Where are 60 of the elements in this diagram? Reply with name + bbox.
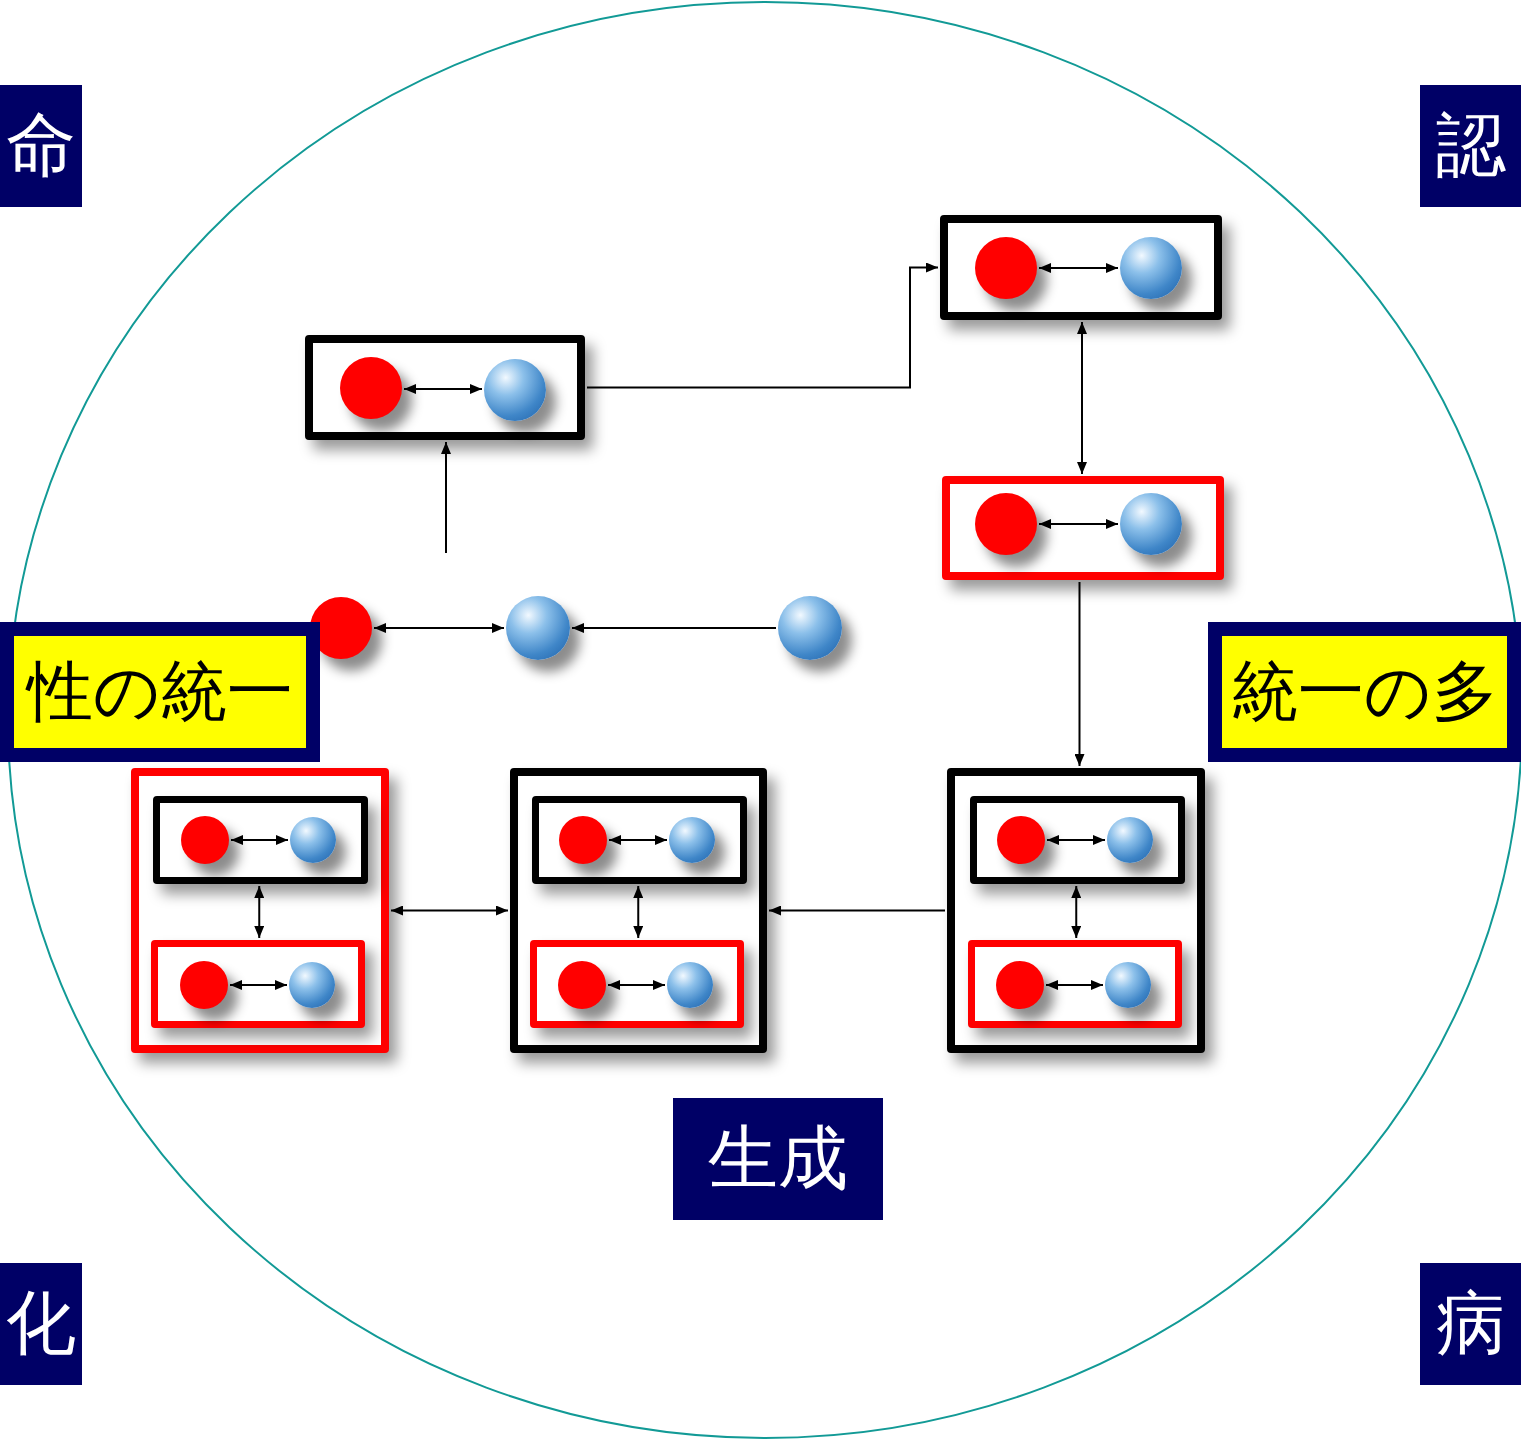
arrow	[608, 835, 668, 845]
arrow	[1046, 835, 1106, 845]
ball	[181, 816, 229, 864]
ball	[484, 359, 546, 421]
arrow	[403, 384, 483, 394]
pair-box	[153, 796, 368, 884]
arrow	[254, 885, 265, 939]
arrow	[1077, 321, 1087, 475]
ball	[340, 357, 402, 419]
arrow	[633, 885, 644, 939]
term-box: 命	[0, 85, 82, 207]
arrow	[1038, 263, 1119, 273]
pair-box	[530, 940, 744, 1028]
term-box: 生成	[673, 1098, 883, 1220]
pair-box	[970, 796, 1185, 884]
ball	[558, 961, 606, 1009]
ball	[667, 962, 713, 1008]
arrow	[607, 980, 666, 990]
term-box: 性の統一	[0, 622, 320, 762]
pair-box	[305, 335, 585, 440]
pair-box	[947, 768, 1205, 1053]
term-box: 認	[1420, 85, 1521, 207]
term-box: 化	[0, 1263, 82, 1385]
ball	[1120, 493, 1182, 555]
pair-box	[131, 768, 389, 1053]
ball	[1105, 962, 1151, 1008]
arrow	[1038, 519, 1119, 529]
ball	[975, 237, 1037, 299]
pair-box	[968, 940, 1182, 1028]
ball	[559, 816, 607, 864]
pair-box	[532, 796, 747, 884]
arrow	[1071, 885, 1082, 939]
pair-box	[151, 940, 365, 1028]
ball	[1107, 817, 1153, 863]
arrow	[390, 905, 509, 916]
ball	[1120, 237, 1182, 299]
arrow	[441, 441, 451, 554]
arrow	[1074, 581, 1085, 767]
term-box: 病	[1420, 1263, 1521, 1385]
ball	[669, 817, 715, 863]
arrow	[1045, 980, 1104, 990]
ball	[778, 596, 842, 660]
ball	[506, 596, 570, 660]
arrow	[229, 980, 288, 990]
arrow	[230, 835, 289, 845]
ball	[180, 961, 228, 1009]
term-box: 統一の多	[1208, 622, 1521, 762]
ball	[310, 597, 372, 659]
arrow	[586, 262, 939, 389]
ball	[290, 817, 336, 863]
ball	[997, 816, 1045, 864]
pair-box	[510, 768, 767, 1053]
pair-box	[940, 215, 1222, 320]
ball	[289, 962, 335, 1008]
pair-box	[942, 476, 1224, 580]
arrow	[768, 905, 946, 916]
ball	[975, 493, 1037, 555]
arrow	[373, 623, 505, 633]
arrow	[571, 623, 777, 633]
ball	[996, 961, 1044, 1009]
